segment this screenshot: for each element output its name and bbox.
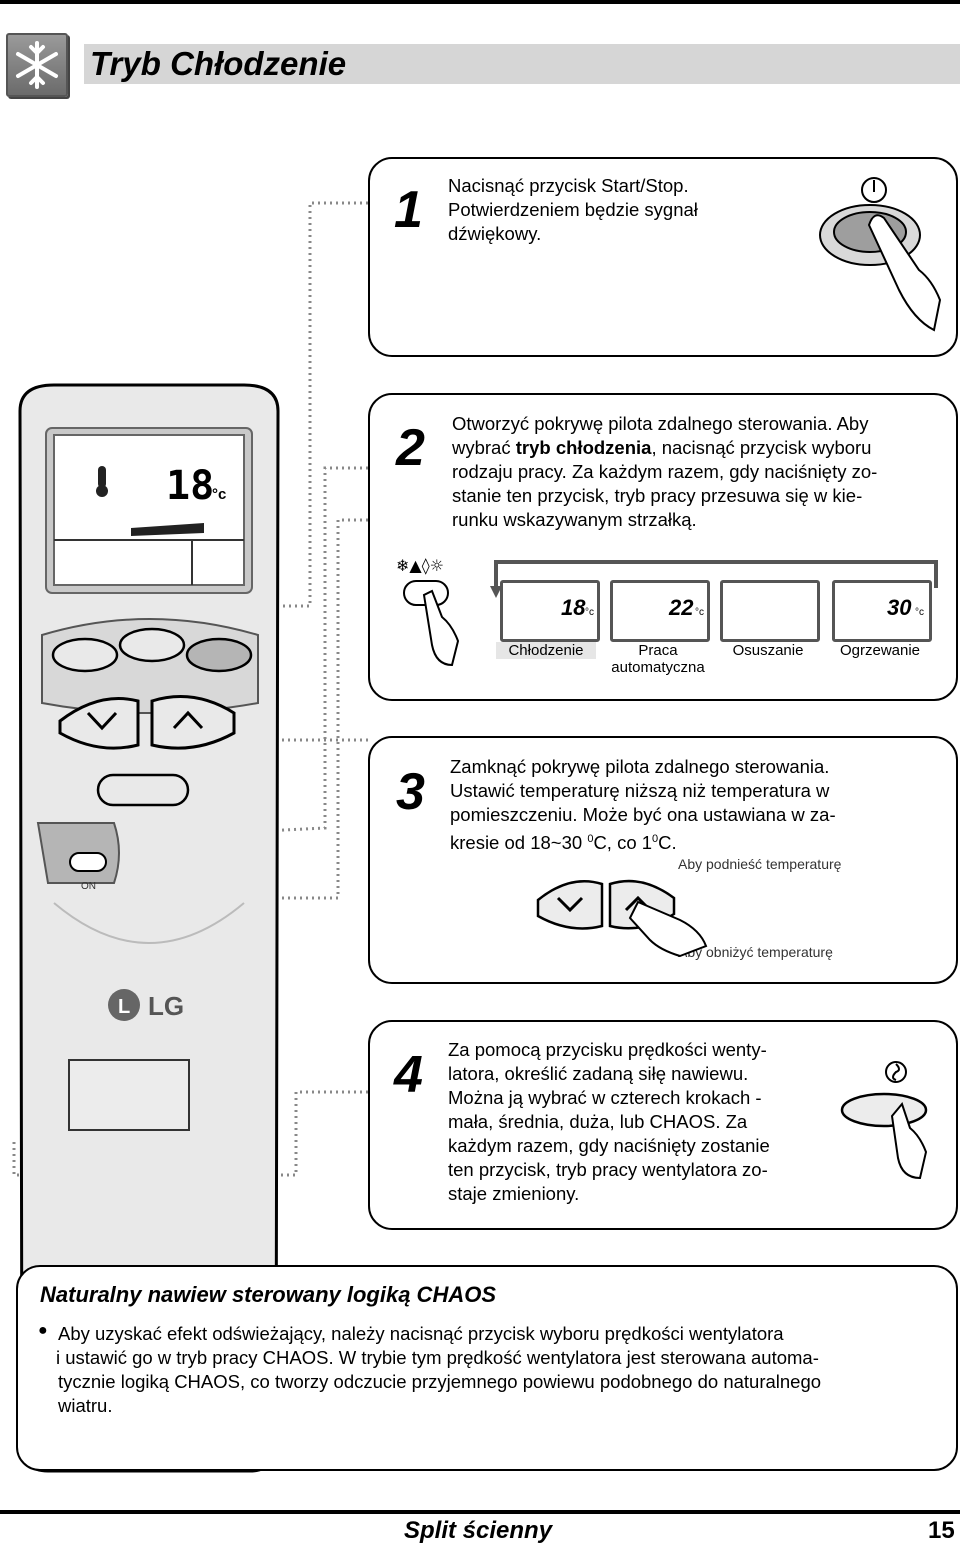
chaos-note-line: Aby uzyskać efekt odświeżający, należy n…: [58, 1323, 784, 1344]
svg-text:ON: ON: [81, 881, 96, 892]
step-2-box: [368, 393, 958, 701]
step-4-line: ten przycisk, tryb pracy wentylatora zo-: [448, 1159, 768, 1180]
step-4-text: Za pomocą przycisku prędkości wenty- lat…: [448, 1038, 828, 1206]
mode-lcd-cooling: 18 °c: [500, 580, 600, 642]
temperature-buttons-illustration: [536, 879, 708, 958]
step-3-text-fragment: kresie od 18~30: [450, 832, 588, 854]
bullet-icon: ●: [38, 1322, 48, 1339]
remote-lcd-temp: 18: [166, 463, 215, 509]
mode-lcd-heating: 30 °c: [832, 580, 932, 642]
mode-label-dry: Osuszanie: [732, 642, 804, 659]
mode-lcd-temp: 22: [669, 595, 694, 620]
step-4-line: mała, średnia, duża, lub CHAOS. Za: [448, 1111, 748, 1132]
footer-title: Split ścienny: [404, 1517, 553, 1544]
chaos-note-line: tycznie logiką CHAOS, co tworzy odczucie…: [58, 1371, 822, 1392]
page-title: Tryb Chłodzenie: [90, 45, 347, 82]
footer-rule: [0, 1510, 960, 1514]
step-3-line: kresie od 18~30 0C, co 10C.: [450, 827, 930, 855]
header-bar: [84, 44, 960, 84]
step-2-text-fragment: wybrać: [452, 437, 516, 458]
mode-lcd-unit: °c: [915, 607, 924, 618]
fan-speed-button-illustration: [840, 1061, 928, 1180]
step-2-line: stanie ten przycisk, tryb pracy przesuwa…: [452, 485, 863, 506]
step-4-box: [368, 1020, 958, 1230]
mode-lcd-temp: 30: [887, 595, 912, 620]
chaos-note-title: Naturalny nawiew sterowany logiką CHAOS: [40, 1282, 497, 1307]
mode-lcd-auto: 22 °c: [610, 580, 710, 642]
remote-lcd-unit: °c: [212, 486, 227, 503]
lower-temperature-label: Aby obniżyć temperaturę: [678, 944, 833, 960]
step-1-text: Nacisnąć przycisk Start/Stop. Potwierdze…: [448, 174, 778, 246]
step-1-number: 1: [394, 181, 423, 239]
step-2-bold-text: tryb chłodzenia: [515, 437, 652, 458]
step-4-number: 4: [394, 1046, 423, 1104]
mode-lcd-temp: 18: [561, 595, 586, 620]
svg-text:LG: LG: [148, 991, 184, 1021]
mode-label-line: automatyczna: [611, 659, 705, 676]
step-4-line: staje zmieniony.: [448, 1183, 580, 1204]
step-1-line: Potwierdzeniem będzie sygnał: [448, 199, 698, 220]
step-4-line: każdym razem, gdy naciśnięty zostanie: [448, 1135, 770, 1156]
step-2-number: 2: [396, 419, 425, 477]
step-2-text-fragment: , nacisnąć przycisk wyboru: [651, 437, 872, 458]
mode-label-heating: Ogrzewanie: [839, 642, 921, 659]
degree-superscript: 0: [587, 833, 594, 845]
step-2-line: runku wskazywanym strzałką.: [452, 509, 697, 530]
chaos-note-line: wiatru.: [58, 1395, 113, 1416]
step-4-line: Za pomocą przycisku prędkości wenty-: [448, 1039, 767, 1060]
step-1-line: dźwiękowy.: [448, 223, 542, 244]
step-2-text: Otworzyć pokrywę pilota zdalnego sterowa…: [452, 412, 932, 532]
step-2-line: wybrać tryb chłodzenia, nacisnąć przycis…: [452, 436, 932, 460]
chaos-note-text: Aby uzyskać efekt odświeżający, należy n…: [56, 1322, 932, 1418]
mode-label-auto: Praca automatyczna: [600, 642, 716, 676]
mode-lcd-unit: °c: [695, 607, 704, 618]
step-3-text: Zamknąć pokrywę pilota zdalnego sterowan…: [450, 755, 930, 855]
chaos-note-line: i ustawić go w tryb pracy CHAOS. W trybi…: [56, 1347, 819, 1368]
mode-button-illustration: ❄▲◊☼: [396, 556, 460, 667]
degree-superscript: 0: [652, 833, 659, 845]
step-2-line: Otworzyć pokrywę pilota zdalnego sterowa…: [452, 413, 869, 434]
step-2-line: rodzaju pracy. Za każdym razem, gdy naci…: [452, 461, 878, 482]
svg-text:L: L: [118, 996, 130, 1018]
svg-text:❄▲◊☼: ❄▲◊☼: [396, 556, 444, 575]
mode-lcd-dry: [720, 580, 820, 642]
chaos-note-box: [16, 1265, 958, 1471]
step-4-line: latora, określić zadaną siłę nawiewu.: [448, 1063, 749, 1084]
step-3-line: Ustawić temperaturę niższą niż temperatu…: [450, 780, 830, 801]
step-3-text-fragment: C, co 1: [593, 832, 653, 854]
mode-label-line: Praca: [638, 642, 678, 659]
step-3-text-fragment: C.: [658, 832, 677, 854]
raise-temperature-label: Aby podnieść temperaturę: [678, 856, 842, 872]
step-4-line: Można ją wybrać w czterech krokach -: [448, 1087, 762, 1108]
mode-lcd-unit: °c: [585, 607, 594, 618]
mode-label-cooling: Chłodzenie: [496, 642, 596, 659]
step-3-number: 3: [396, 763, 425, 821]
top-rule: [0, 0, 960, 4]
page-number: 15: [928, 1517, 955, 1544]
mode-cycle-arrow: [490, 560, 938, 598]
start-stop-button-illustration: [819, 177, 942, 332]
step-3-line: Zamknąć pokrywę pilota zdalnego sterowan…: [450, 756, 830, 777]
step-1-line: Nacisnąć przycisk Start/Stop.: [448, 175, 689, 196]
snowflake-icon: [6, 33, 68, 97]
remote-control: ON L LG 18 °c: [14, 383, 284, 1473]
step-3-line: pomieszczeniu. Może być ona ustawiana w …: [450, 804, 836, 825]
